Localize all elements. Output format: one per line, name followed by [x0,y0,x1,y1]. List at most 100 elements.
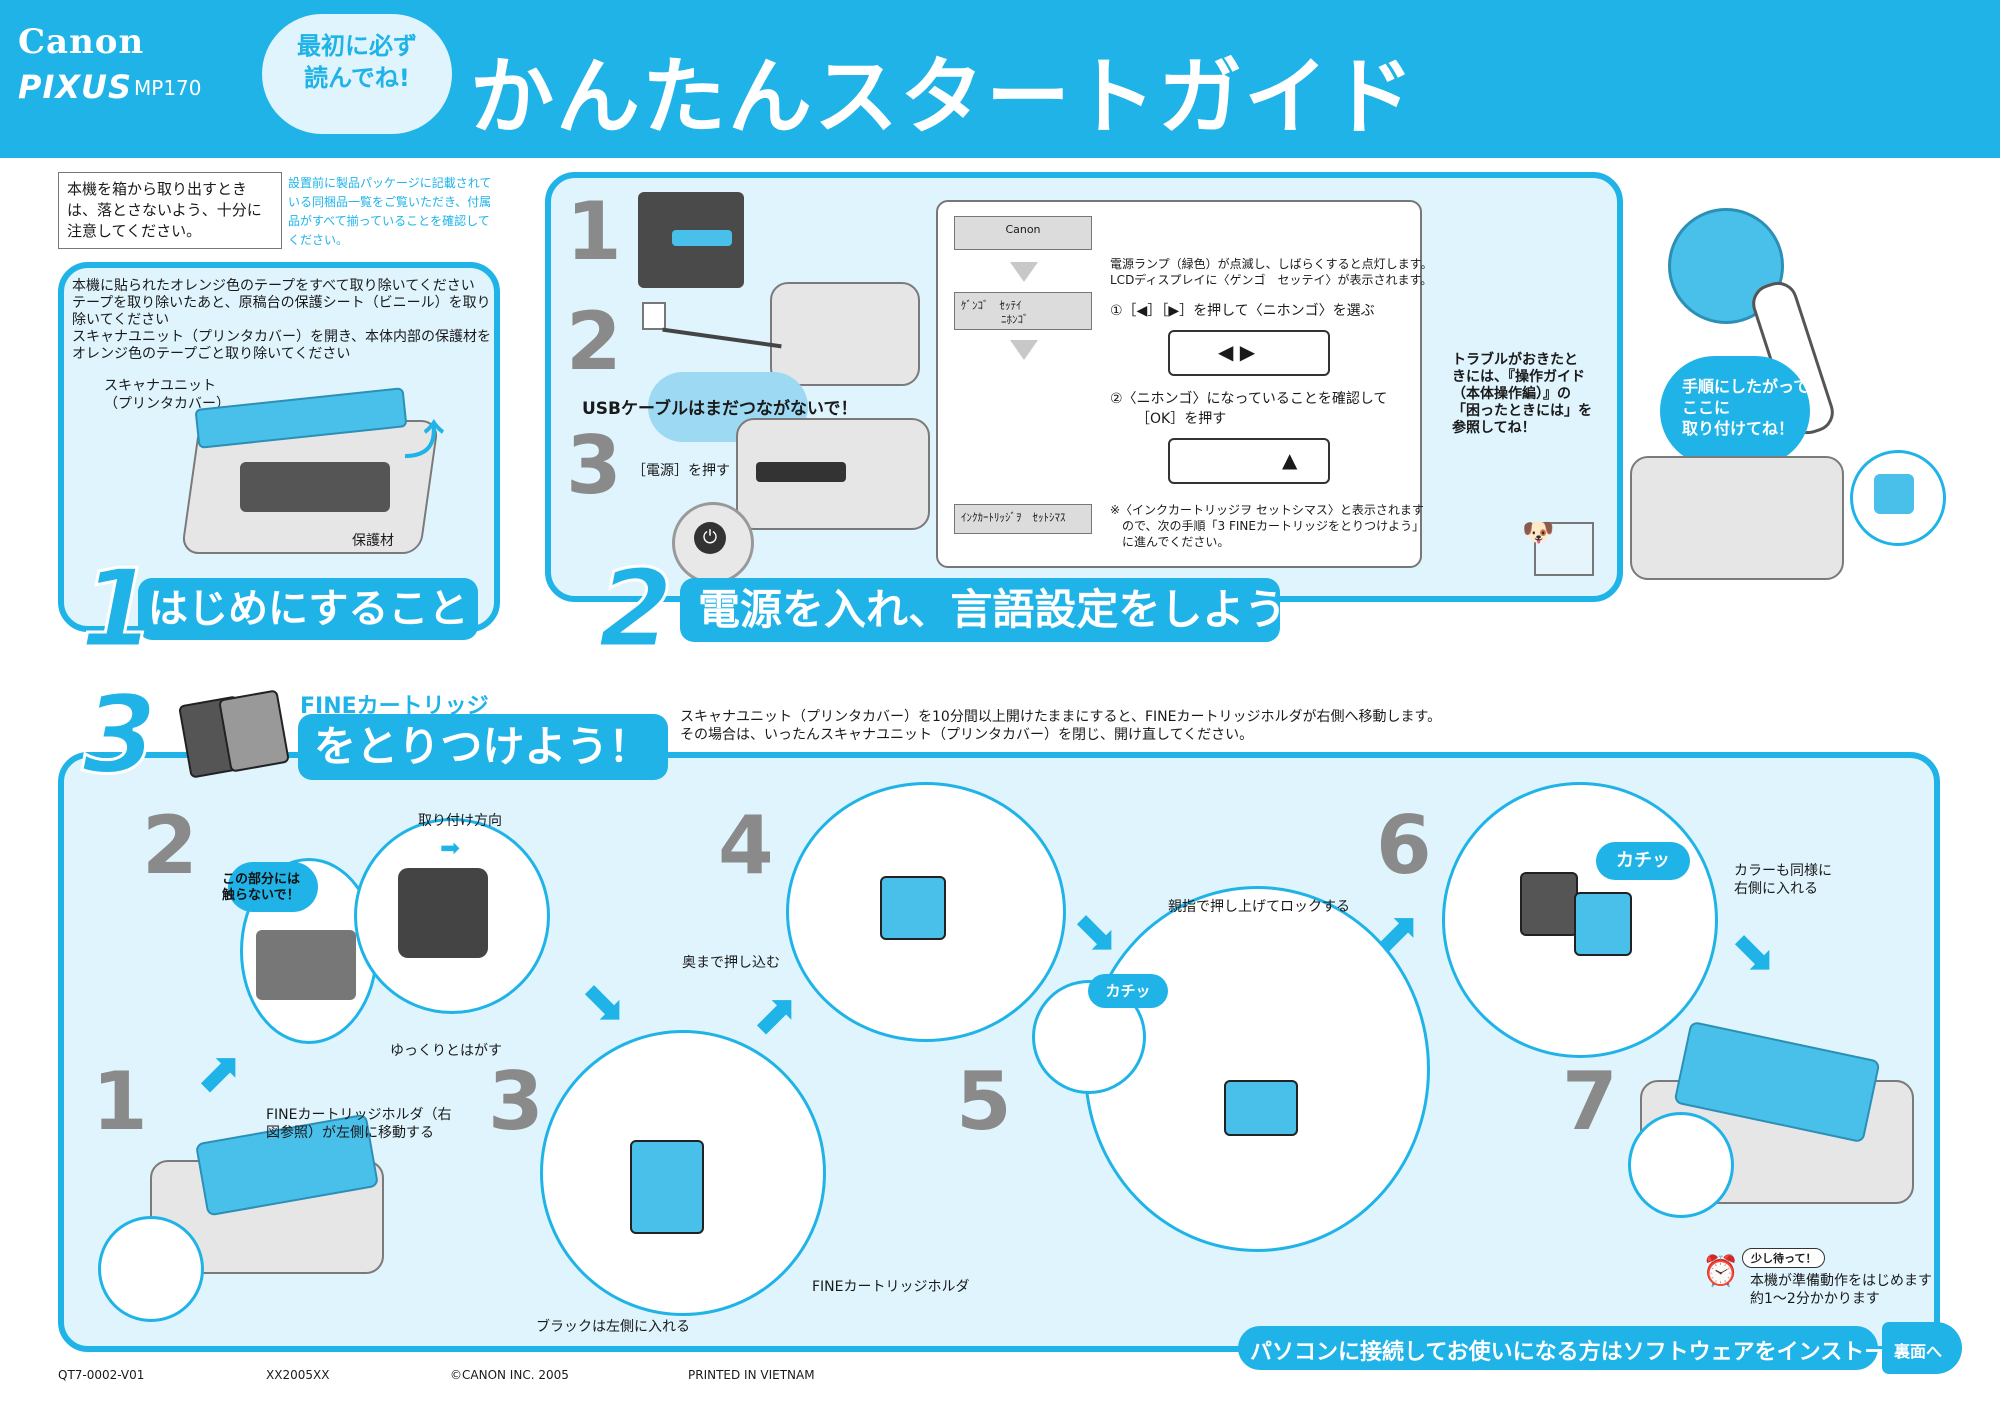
section3-subtitle: FINEカートリッジ [300,694,489,719]
footer-code: QT7-0002-V01 [58,1368,145,1382]
cartridge-slot-highlight [1874,474,1914,514]
power-icon: ⏻ [694,522,726,554]
lamp-text-1: 電源ランプ（緑色）が点滅し、しばらくすると点灯します。 [1110,257,1433,271]
instruction-confirm-2: ［OK］を押す [1136,411,1227,427]
s3-step4-number: 4 [718,799,774,892]
s3-step6-number: 6 [1376,799,1432,892]
trouble-text: トラブルがおきたと きには、『操作ガイド （本体操作編）』の 「困ったときには」… [1452,352,1592,437]
step5-to-6-arrow-icon: ⬈ [1374,900,1421,965]
trouble-speech-bubble [1432,334,1604,470]
software-install-text: パソコンに接続してお使いになる方はソフトウェアをインストールしてください [1250,1340,2000,1365]
step2-to-3-arrow-icon: ⬊ [580,970,627,1035]
section3-note: スキャナユニット（プリンタカバー）を10分間以上開けたままにすると、FINEカー… [680,708,1441,744]
set-cartridge-note-1: ※〈インクカートリッジヲ セットシマス〉と表示されます [1110,503,1424,517]
label-protective-material: 保護材 [352,533,394,549]
section1-instruction-2: テープを取り除いたあと、原稿台の保護シート（ビニール）を取り除いてください [72,295,491,328]
read-first-line1: 最初に必ず [297,32,417,60]
lcd-display-canon: Canon [954,216,1092,250]
read-first-line2: 読んでね! [304,64,410,92]
section1-number: 1 [78,547,156,672]
s2-step2-number: 2 [566,295,622,388]
left-right-key-icons: ◀ ▶ [1218,340,1256,364]
read-first-text: 最初に必ず 読んでね! [282,30,432,94]
s3-step7-number: 7 [1562,1055,1618,1148]
trouble-line3: （本体操作編）』の [1452,386,1571,402]
dont-touch-line1: この部分には [222,872,301,887]
lcd-language-line1: ｹﾞﾝｺﾞ ｾｯﾃｲ [961,299,1022,312]
step4-to-5-arrow-icon: ⬊ [1072,900,1119,965]
black-cartridge-insert [630,1140,704,1234]
trouble-line2: きには、『操作ガイド [1452,369,1585,385]
follow-steps-text: 手順にしたがって、 ここに 取り付けてね！ [1682,376,1824,439]
dog-character-icon: 🐶 [1522,518,1555,548]
step1-to-2-arrow-icon: ⬈ [196,1040,243,1105]
section1-instruction-1: 本機に貼られたオレンジ色のテープをすべて取り除いてください [72,278,475,294]
label-color-same-1: カラーも同様に [1734,863,1832,879]
read-first-cloud [262,14,452,134]
dont-touch-burst [228,862,318,912]
software-install-banner[interactable] [1238,1326,1878,1370]
model-number: MP170 [134,76,202,100]
printer-back-illustration [770,282,920,386]
dog-house-icon [1534,522,1594,576]
lcd-display-set-cartridge: ｲﾝｸｶｰﾄﾘｯｼﾞｦ ｾｯﾄｼﾏｽ [954,504,1092,534]
section3-note-1: スキャナユニット（プリンタカバー）を10分間以上開けたままにすると、FINEカー… [680,709,1442,725]
printer-open-illustration [1630,456,1844,580]
follow-line2: ここに [1682,398,1731,417]
follow-line1: 手順にしたがって、 [1682,377,1825,396]
s3-step1-closeup [98,1216,204,1322]
s2-step1-number: 1 [566,185,622,278]
label-cartridge-holder: FINEカートリッジホルダ [812,1279,970,1295]
footer-copyright: ©CANON INC. 2005 [450,1368,569,1382]
label-install-direction: 取り付け方向 [418,813,502,829]
instruction-select-japanese: ①［◀］［▶］を押して〈ニホンゴ〉を選ぶ [1110,303,1375,319]
wait-text-1: 本機が準備動作をはじめます [1750,1273,1932,1289]
label-holder-moves-2: 図参照）が左側に移動する [266,1125,434,1141]
section1-instructions: 本機に貼られたオレンジ色のテープをすべて取り除いてください テープを取り除いたあ… [72,278,492,363]
back-page-text: 裏面へ [1894,1342,1943,1361]
power-cord-highlight [672,230,732,246]
dont-touch-line2: 触らないで！ [222,888,300,903]
lcd-language-line2: ﾆﾎﾝｺﾞ [1001,313,1029,326]
trouble-line1: トラブルがおきたと [1452,352,1578,368]
click-burst-step5: カチッ [1088,974,1168,1008]
step6-to-7-arrow-icon: ⬊ [1730,920,1777,985]
down-arrow-1-icon [1010,262,1038,282]
ok-key-arrow-icon: ▲ [1282,448,1298,472]
product-logo: PIXUS [18,68,133,106]
wait-text-2: 約1〜2分かかります [1750,1291,1880,1307]
color-cartridge-installed [1574,892,1632,956]
wait-bubble: 少し待って！ [1742,1248,1826,1268]
s2-step3-number: 3 [566,419,622,512]
instruction-confirm-1: ②〈ニホンゴ〉になっていることを確認して [1110,391,1388,407]
s3-step1-number: 1 [92,1055,148,1148]
footer-printed: PRINTED IN VIETNAM [688,1368,815,1382]
follow-steps-bubble [1660,356,1810,466]
label-scanner-unit: スキャナユニット [104,378,216,394]
follow-line3: 取り付けてね！ [1682,419,1795,438]
set-cartridge-note-2: ので、次の手順「3 FINEカートリッジをとりつけよう」 [1122,519,1425,533]
arrow-keys-illustration [1168,330,1330,376]
wall-outlet-icon [642,302,666,330]
direction-arrow-icon: ➡ [440,834,461,862]
power-button-instruction: ［電源］を押す [632,463,730,479]
cartridge-slot-closeup [1850,450,1946,546]
section3-banner: をとりつけよう！ [298,714,668,780]
s3-step3-number: 3 [488,1055,544,1148]
lamp-text-2: LCDディスプレイに〈ゲンゴ セッテイ〉が表示されます。 [1110,273,1433,287]
label-color-same-2: 右側に入れる [1734,881,1818,897]
lift-arrow-icon: ⤴ [404,418,444,464]
label-push-in: 奥まで押し込む [682,955,780,971]
back-page-arrow[interactable] [1882,1322,1962,1374]
section2-number: 2 [596,547,674,672]
usb-warning-text: USBケーブルはまだつながないで！ [582,399,858,419]
section2-banner: 電源を入れ、言語設定をしよう [680,578,1286,642]
label-holder-moves-1: FINEカートリッジホルダ（右 [266,1107,452,1123]
cartridge-pushed [880,876,946,940]
label-black-left: ブラックは左側に入れる [536,1319,690,1335]
set-cartridge-note-3: に進んでください。 [1122,535,1230,549]
printer-control-panel [756,462,846,482]
trouble-line4: 「困ったときには」を [1452,403,1592,419]
down-arrow-2-icon [1010,340,1038,360]
section1-banner: はじめにすること [138,578,478,640]
